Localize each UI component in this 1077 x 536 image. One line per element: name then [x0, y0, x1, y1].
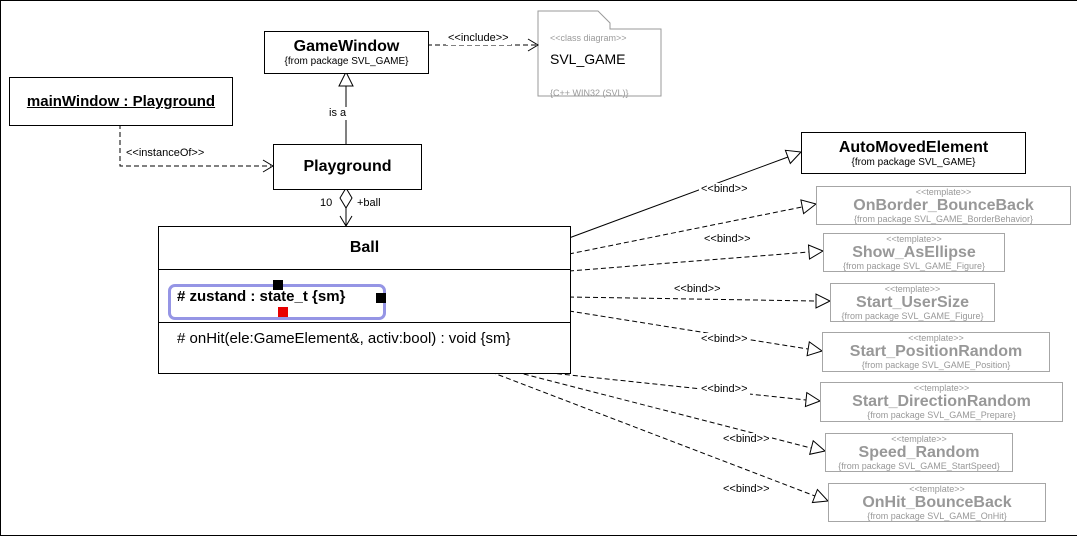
edge-bind-onhit-bounceback[interactable]: [490, 371, 830, 504]
package-note: {C++ WIN32 (SVL)}: [550, 88, 629, 98]
class-name: Ball: [349, 239, 380, 256]
bind-label[interactable]: <<bind>>: [699, 383, 750, 396]
selection-handle-right[interactable]: [376, 293, 386, 303]
package-label: {from package SVL_GAME_BorderBehavior}: [853, 213, 1034, 224]
is-a-label[interactable]: is a: [327, 107, 349, 120]
stereotype-label: <<template>>: [915, 186, 972, 197]
package-name: SVL_GAME: [550, 51, 626, 67]
instanceof-label[interactable]: <<instanceOf>>: [124, 147, 207, 160]
selection-handle-top[interactable]: [273, 280, 283, 290]
package-label: {from package SVL_GAME_StartSpeed}: [838, 460, 1000, 471]
bind-label[interactable]: <<bind>>: [672, 283, 723, 296]
package-svl-game[interactable]: <<class diagram>> SVL_GAME {C++ WIN32 (S…: [539, 29, 671, 102]
class-name: OnHit_BounceBack: [862, 493, 1012, 511]
package-label: {from package SVL_GAME_Prepare}: [867, 410, 1016, 420]
class-name: OnBorder_BounceBack: [853, 196, 1034, 214]
template-speed-random[interactable]: <<template>> Speed_Random {from package …: [825, 433, 1013, 472]
edge-include[interactable]: [427, 38, 539, 52]
edge-generalization-ball-automovedelement[interactable]: [568, 149, 803, 239]
class-automovedelement[interactable]: AutoMovedElement {from package SVL_GAME}: [801, 132, 1026, 174]
bind-label[interactable]: <<bind>>: [699, 183, 750, 196]
class-name: Start_DirectionRandom: [852, 393, 1031, 410]
class-name: Show_AsEllipse: [852, 243, 976, 261]
edge-bind-speed-random[interactable]: [515, 371, 827, 455]
package-label: {from package SVL_GAME_Figure}: [841, 310, 984, 321]
operations-compartment: # onHit(ele:GameElement&, activ:bool) : …: [159, 322, 570, 373]
operation-onhit[interactable]: # onHit(ele:GameElement&, activ:bool) : …: [177, 330, 511, 347]
stereotype-label: <<template>>: [913, 383, 970, 393]
class-name: Speed_Random: [858, 443, 980, 461]
template-onhit-bounceback[interactable]: <<template>> OnHit_BounceBack {from pack…: [828, 483, 1046, 522]
class-name: Start_PositionRandom: [849, 343, 1023, 360]
bind-label[interactable]: <<bind>>: [721, 483, 772, 496]
class-name: AutoMovedElement: [838, 138, 989, 156]
class-ball[interactable]: Ball # zustand : state_t {sm} # onHit(el…: [158, 226, 571, 374]
multiplicity-label[interactable]: 10: [318, 197, 335, 210]
stereotype-label: <<template>>: [908, 333, 964, 343]
package-folder-shape[interactable]: [537, 10, 662, 97]
package-label: {from package SVL_GAME_Figure}: [842, 260, 986, 271]
stereotype-label: <<class diagram>>: [550, 33, 627, 43]
template-start-positionrandom[interactable]: <<template>> Start_PositionRandom {from …: [822, 332, 1050, 372]
edge-bind-start-positionrandom[interactable]: [568, 310, 824, 357]
object-label: mainWindow : Playground: [26, 93, 216, 110]
include-label[interactable]: <<include>>: [446, 32, 511, 45]
stereotype-label: <<template>>: [909, 483, 965, 494]
class-name: GameWindow: [293, 38, 400, 55]
stereotype-label: <<template>>: [886, 233, 942, 244]
class-name: Playground: [303, 158, 392, 175]
object-mainwindow[interactable]: mainWindow : Playground: [9, 77, 233, 126]
bind-label[interactable]: <<bind>>: [721, 433, 772, 446]
package-label: {from package SVL_GAME}: [851, 156, 976, 168]
role-label[interactable]: +ball: [355, 197, 383, 210]
edge-bind-start-directionrandom[interactable]: [540, 371, 822, 408]
edge-bind-onborder-bounceback[interactable]: [568, 199, 818, 255]
selection-handle-bottom-red[interactable]: [278, 307, 288, 317]
class-gamewindow[interactable]: GameWindow {from package SVL_GAME}: [264, 31, 429, 74]
stereotype-label: <<template>>: [891, 433, 947, 444]
attributes-compartment: # zustand : state_t {sm}: [159, 269, 570, 322]
edge-aggregation-playground-ball[interactable]: [339, 187, 353, 227]
class-playground[interactable]: Playground: [273, 144, 422, 190]
bind-label[interactable]: <<bind>>: [702, 233, 753, 246]
template-show-asellipse[interactable]: <<template>> Show_AsEllipse {from packag…: [823, 233, 1005, 272]
edge-bind-show-asellipse[interactable]: [568, 244, 825, 272]
package-label: {from package SVL_GAME_Position}: [861, 360, 1011, 370]
attribute-zustand[interactable]: # zustand : state_t {sm}: [177, 287, 346, 305]
edge-bind-start-usersize[interactable]: [568, 293, 832, 309]
template-start-directionrandom[interactable]: <<template>> Start_DirectionRandom {from…: [820, 382, 1063, 422]
class-name: Start_UserSize: [856, 293, 969, 311]
stereotype-label: <<template>>: [884, 283, 941, 294]
bind-label[interactable]: <<bind>>: [699, 333, 750, 346]
package-label: {from package SVL_GAME}: [284, 56, 409, 67]
template-onborder-bounceback[interactable]: <<template>> OnBorder_BounceBack {from p…: [816, 186, 1071, 225]
template-start-usersize[interactable]: <<template>> Start_UserSize {from packag…: [830, 283, 995, 322]
package-label: {from package SVL_GAME_OnHit}: [867, 510, 1007, 521]
